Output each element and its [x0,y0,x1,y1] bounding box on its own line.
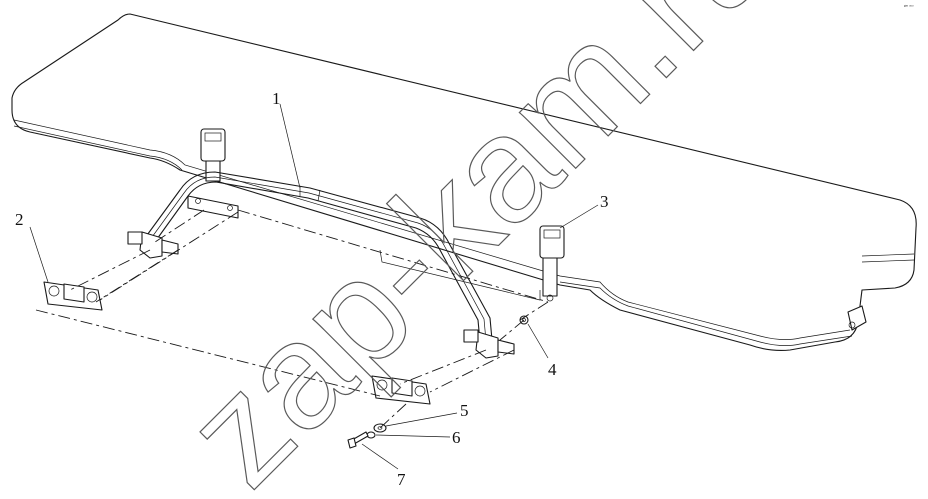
watermark: zap-kam.ru [154,0,803,494]
callout-1: 1 [272,89,281,108]
buckle-right [539,225,565,302]
washer-5 [373,423,387,433]
callout-6: 6 [452,428,461,447]
lock-washer-6 [366,431,376,439]
callout-5: 5 [460,401,469,420]
bolt-7 [347,431,369,449]
handrail-tube [141,171,493,343]
corner-mark: ᵍᵐ ᵒᵒᵒ [904,4,914,10]
bracket-left-upper [127,231,179,259]
mount-plate-left [187,195,239,219]
foot-bracket-left [43,281,103,311]
callout-2: 2 [15,210,24,229]
callout-3: 3 [600,192,609,211]
foot-bracket-right [371,375,431,405]
callout-4: 4 [548,360,557,379]
seat-cushion [11,13,917,351]
leader-lines [29,103,599,470]
assembly-lines [35,209,549,429]
buckle-left [200,128,226,182]
callout-7: 7 [397,470,406,489]
side-latch [847,305,867,331]
